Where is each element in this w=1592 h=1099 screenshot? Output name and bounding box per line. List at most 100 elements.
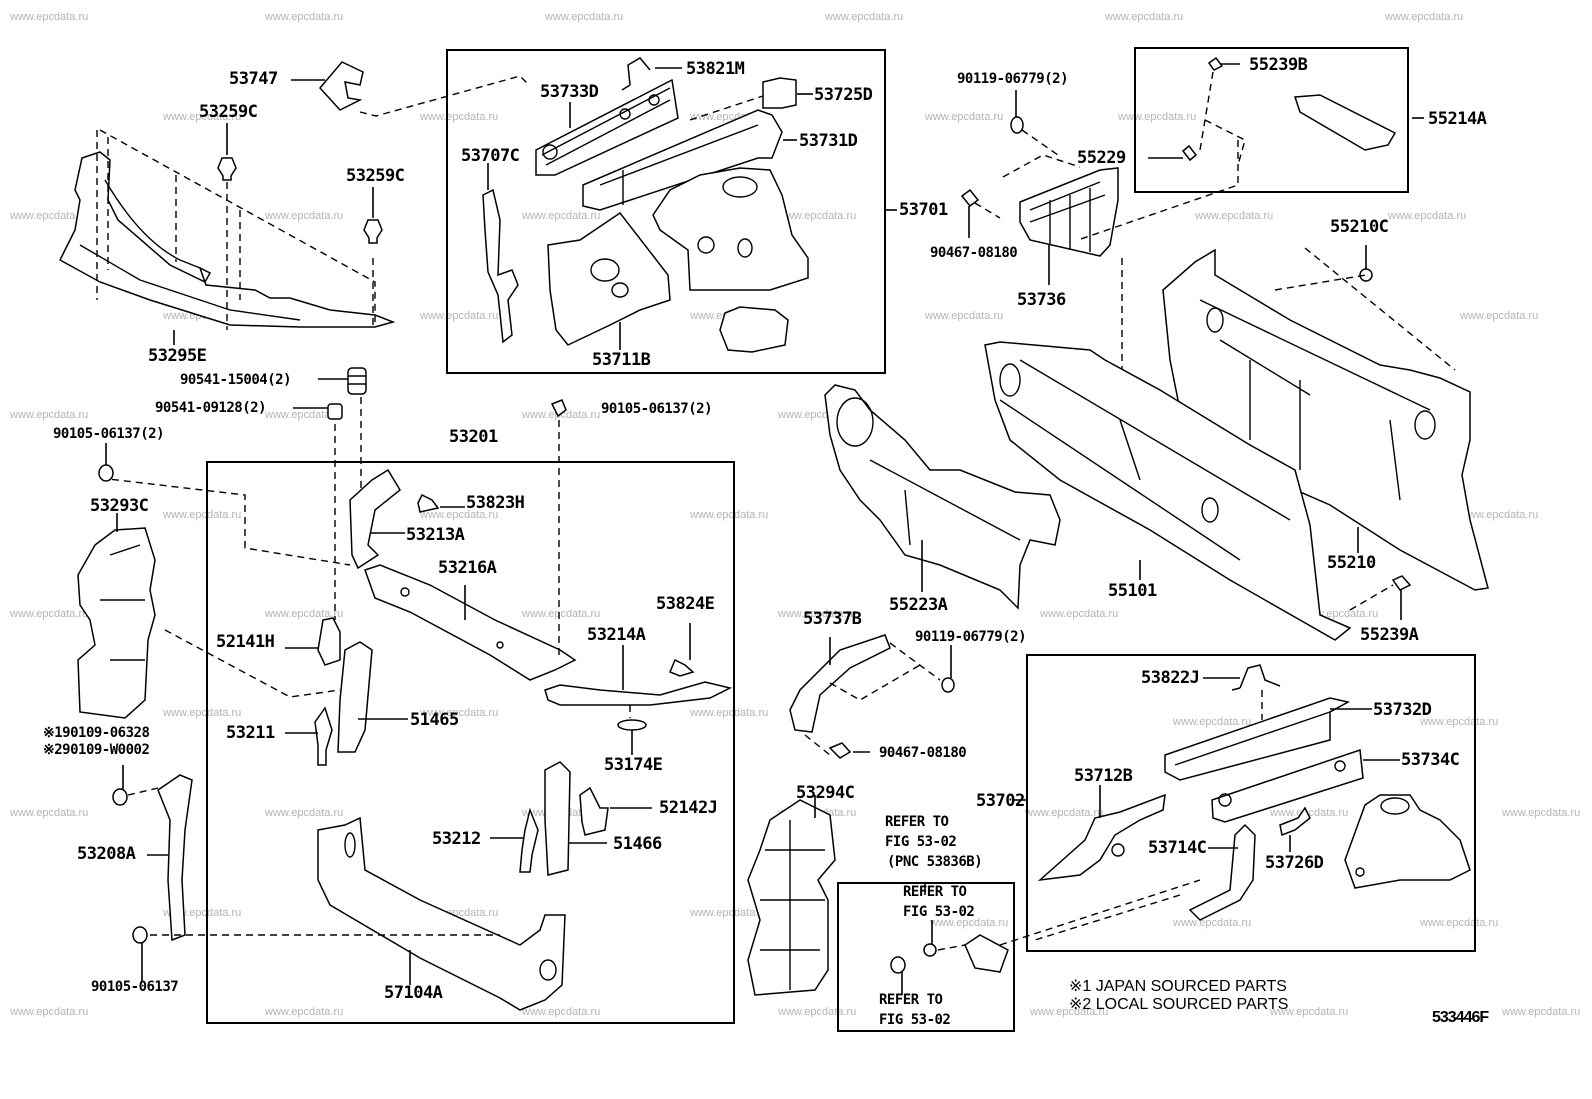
part-label-52141h[interactable]: 52141H <box>216 632 275 652</box>
part-label-55214a[interactable]: 55214A <box>1428 109 1487 129</box>
part-label-52142j[interactable]: 52142J <box>659 798 718 818</box>
watermark: www.epcdata.ru <box>1420 716 1499 728</box>
watermark: www.epcdata.ru <box>690 907 769 919</box>
refer-note-line: (PNC 53836B) <box>887 854 983 870</box>
part-label-53701[interactable]: 53701 <box>899 200 948 220</box>
watermark: www.epcdata.ru <box>690 111 769 123</box>
watermark: www.epcdata.ru <box>163 111 242 123</box>
watermark: www.epcdata.ru <box>522 608 601 620</box>
part-label-53712b[interactable]: 53712B <box>1074 766 1133 786</box>
part-label-90105-06137[interactable]: 90105-06137(2) <box>601 401 713 417</box>
part-label-90541-15004[interactable]: 90541-15004(2) <box>180 372 292 388</box>
part-label-53294c[interactable]: 53294C <box>796 783 855 803</box>
part-label-53731d[interactable]: 53731D <box>799 131 858 151</box>
part-53208a <box>112 765 500 982</box>
part-label-90541-09128[interactable]: 90541-09128(2) <box>155 400 267 416</box>
part-label-53824e[interactable]: 53824E <box>656 594 715 614</box>
watermark: www.epcdata.ru <box>1118 111 1197 123</box>
part-53212 <box>490 807 539 873</box>
part-label-53714c[interactable]: 53714C <box>1148 838 1207 858</box>
part-label-53736[interactable]: 53736 <box>1017 290 1066 310</box>
part-label-53214a[interactable]: 53214A <box>587 625 646 645</box>
part-label-90119-06779[interactable]: 90119-06779(2) <box>957 71 1069 87</box>
part-53714c <box>1034 823 1256 941</box>
part-53707c <box>482 163 519 344</box>
part-label-90105-06137[interactable]: 90105-06137(2) <box>53 426 165 442</box>
part-53293c <box>77 443 156 719</box>
part-label-53702[interactable]: 53702 <box>976 791 1025 811</box>
part-label-90109-06328[interactable]: ※190109-06328 <box>43 725 150 741</box>
part-53733d <box>535 78 679 176</box>
part-53824e <box>669 623 695 677</box>
refer-note-line: FIG 53-02 <box>879 1012 951 1028</box>
part-53213a <box>349 468 405 570</box>
refer-note-line: REFER TO <box>903 884 967 900</box>
part-53732d <box>1164 697 1372 781</box>
part-label-53822j[interactable]: 53822J <box>1141 668 1200 688</box>
part-53712b <box>1037 785 1166 882</box>
footnote-local-sourced: ※2 LOCAL SOURCED PARTS <box>1069 996 1289 1013</box>
watermark: www.epcdata.ru <box>10 210 89 222</box>
watermark: www.epcdata.ru <box>265 608 344 620</box>
watermark: www.epcdata.ru <box>163 509 242 521</box>
part-label-57104a[interactable]: 57104A <box>384 983 443 1003</box>
part-52141h <box>164 617 341 698</box>
part-label-51466[interactable]: 51466 <box>613 834 662 854</box>
part-55214a-group <box>1077 56 1424 241</box>
watermark: www.epcdata.ru <box>1173 917 1252 929</box>
part-label-53216a[interactable]: 53216A <box>438 558 497 578</box>
part-label-90105-06137[interactable]: 90105-06137 <box>91 979 179 995</box>
part-label-53259c[interactable]: 53259C <box>199 102 258 122</box>
part-label-55210[interactable]: 55210 <box>1327 553 1376 573</box>
part-label-90119-06779[interactable]: 90119-06779(2) <box>915 629 1027 645</box>
watermark: www.epcdata.ru <box>522 210 601 222</box>
watermark: www.epcdata.ru <box>1173 716 1252 728</box>
part-label-90109-w0002[interactable]: ※290109-W0002 <box>43 742 150 758</box>
watermark: www.epcdata.ru <box>1040 608 1119 620</box>
part-label-53213a[interactable]: 53213A <box>406 525 465 545</box>
refer-note-line: REFER TO <box>879 992 943 1008</box>
part-label-51465[interactable]: 51465 <box>410 710 459 730</box>
part-label-53174e[interactable]: 53174E <box>604 755 663 775</box>
part-label-55239a[interactable]: 55239A <box>1360 625 1419 645</box>
watermark: www.epcdata.ru <box>1300 608 1379 620</box>
part-label-53201[interactable]: 53201 <box>449 427 498 447</box>
part-label-53821m[interactable]: 53821M <box>686 59 745 79</box>
part-label-53747[interactable]: 53747 <box>229 69 278 89</box>
part-label-53823h[interactable]: 53823H <box>466 493 525 513</box>
part-label-53725d[interactable]: 53725D <box>814 85 873 105</box>
part-label-53732d[interactable]: 53732D <box>1373 700 1432 720</box>
part-label-53295e[interactable]: 53295E <box>148 346 207 366</box>
part-label-53711b[interactable]: 53711B <box>592 350 651 370</box>
part-53737b <box>789 634 955 759</box>
part-label-53737b[interactable]: 53737B <box>803 609 862 629</box>
refer-note-line: REFER TO <box>885 814 949 830</box>
refer-note-line: FIG 53-02 <box>885 834 957 850</box>
watermark: www.epcdata.ru <box>690 509 769 521</box>
part-label-53734c[interactable]: 53734C <box>1401 750 1460 770</box>
part-label-55101[interactable]: 55101 <box>1108 581 1157 601</box>
part-label-53212[interactable]: 53212 <box>432 829 481 849</box>
group-box-refer-fig <box>837 882 1015 1032</box>
part-label-90467-08180[interactable]: 90467-08180 <box>879 745 967 761</box>
watermark: www.epcdata.ru <box>778 210 857 222</box>
footnote-japan-sourced: ※1 JAPAN SOURCED PARTS <box>1069 978 1287 995</box>
part-label-53293c[interactable]: 53293C <box>90 496 149 516</box>
part-label-55210c[interactable]: 55210C <box>1330 217 1389 237</box>
part-label-55229[interactable]: 55229 <box>1077 148 1126 168</box>
watermark: www.epcdata.ru <box>930 917 1009 929</box>
watermark: www.epcdata.ru <box>1460 509 1539 521</box>
part-label-55239b[interactable]: 55239B <box>1249 55 1308 75</box>
part-label-53259c[interactable]: 53259C <box>346 166 405 186</box>
part-label-53733d[interactable]: 53733D <box>540 82 599 102</box>
part-label-53726d[interactable]: 53726D <box>1265 853 1324 873</box>
watermark: www.epcdata.ru <box>1270 1006 1349 1018</box>
part-label-90467-08180[interactable]: 90467-08180 <box>930 245 1018 261</box>
part-label-53707c[interactable]: 53707C <box>461 146 520 166</box>
part-52142j <box>579 786 652 836</box>
part-53725d <box>689 77 813 121</box>
part-label-53208a[interactable]: 53208A <box>77 844 136 864</box>
part-label-55223a[interactable]: 55223A <box>889 595 948 615</box>
part-label-53211[interactable]: 53211 <box>226 723 275 743</box>
